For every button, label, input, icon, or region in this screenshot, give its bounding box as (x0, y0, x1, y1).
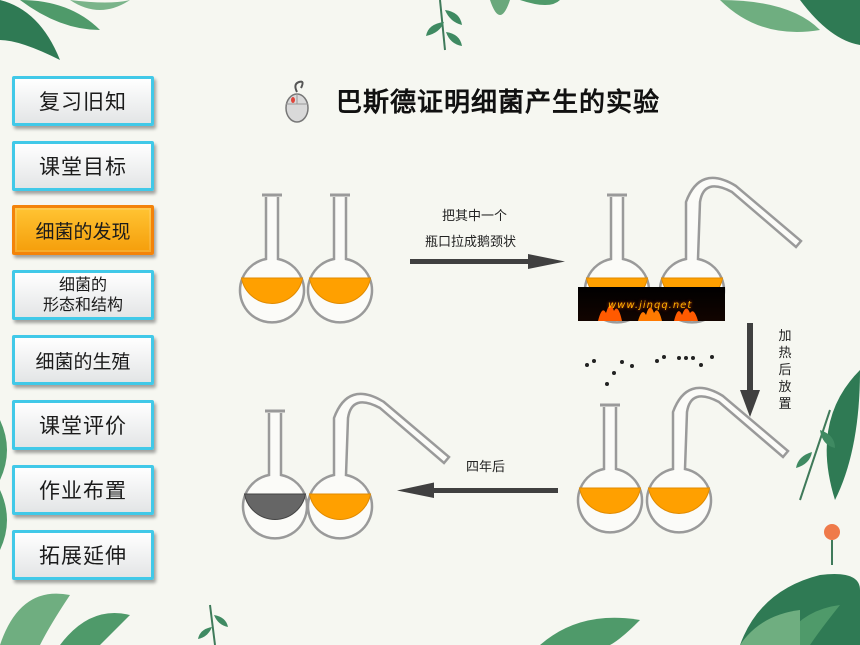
leaf-decoration-left-mid (0, 420, 7, 550)
leaf-decoration-top-left (0, 0, 130, 60)
arrow-left-icon (397, 482, 558, 498)
leaf-decoration-bottom-left (0, 593, 228, 645)
step2-label: 加 热 后 放 置 (778, 329, 792, 412)
dust-particles (585, 355, 714, 386)
nav-item-evaluation[interactable]: 课堂评价 (12, 400, 154, 450)
flask-icon (241, 409, 309, 540)
step1-label-line2: 瓶口拉成鹅颈状 (425, 235, 517, 250)
flask-icon (238, 193, 306, 324)
swan-neck-flask-icon (306, 392, 451, 540)
flask-icon (576, 403, 644, 534)
leaf-decoration-bottom-center (540, 610, 800, 645)
arrow-down-icon (740, 323, 760, 417)
flask-icon (306, 193, 374, 324)
nav-item-label: 课堂评价 (39, 414, 127, 438)
watermark-text: www.jinqq.net (608, 300, 693, 311)
nav-item-label: 拓展延伸 (39, 544, 127, 568)
nav-item-objectives[interactable]: 课堂目标 (12, 141, 154, 191)
nav-item-morphology[interactable]: 细菌的 形态和结构 (12, 270, 154, 320)
nav-item-extension[interactable]: 拓展延伸 (12, 530, 154, 580)
mouse-icon (285, 80, 309, 123)
nav-item-homework[interactable]: 作业布置 (12, 465, 154, 515)
nav-item-label: 复习旧知 (39, 90, 127, 114)
nav-item-label: 细菌的生殖 (35, 350, 131, 373)
nav-item-label-line2: 形态和结构 (42, 295, 123, 314)
nav-item-label: 课堂目标 (39, 155, 127, 179)
swan-neck-flask-icon (645, 386, 790, 534)
nav-item-review[interactable]: 复习旧知 (12, 76, 154, 126)
nav-item-label: 作业布置 (39, 479, 127, 503)
leaf-decoration-top-center (426, 0, 560, 51)
leaf-decoration-top-right (720, 0, 860, 45)
nav-item-discovery[interactable]: 细菌的发现 (12, 205, 154, 255)
nav-item-label: 细菌的发现 (35, 220, 131, 243)
nav-item-label-line1: 细菌的 (58, 275, 107, 294)
arrow-right-icon (410, 254, 565, 269)
step3-label: 四年后 (466, 460, 506, 475)
nav-item-reproduction[interactable]: 细菌的生殖 (12, 335, 154, 385)
step1-label-line1: 把其中一个 (442, 209, 508, 224)
flame-icon: www.jinqq.net (578, 287, 725, 321)
page-title: 巴斯德证明细菌产生的实验 (336, 88, 661, 118)
